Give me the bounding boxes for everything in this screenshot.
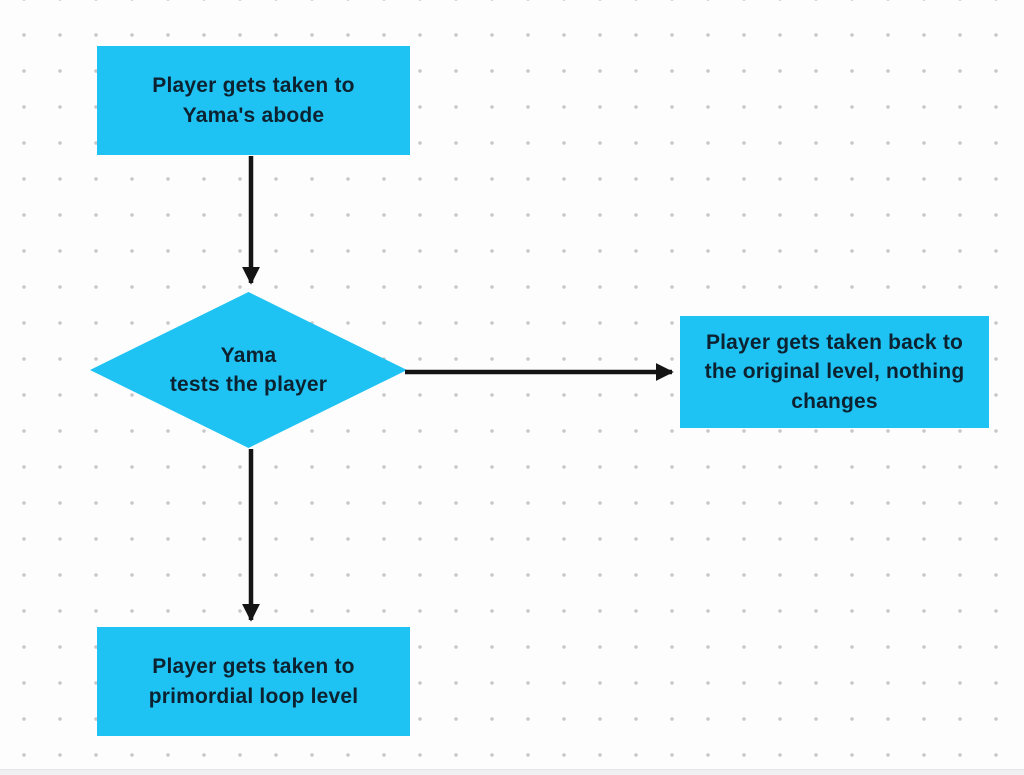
node-decision-label: Yama tests the player	[169, 343, 328, 396]
node-start[interactable]: Player gets taken to Yama's abode	[97, 46, 410, 155]
node-decision-diamond[interactable]: Yama tests the player	[90, 292, 407, 448]
node-primordial-loop[interactable]: Player gets taken to primordial loop lev…	[97, 627, 410, 736]
node-primordial-loop-label: Player gets taken to primordial loop lev…	[148, 655, 359, 708]
node-return-to-level-label: Player gets taken back to the original l…	[704, 330, 965, 413]
node-start-label: Player gets taken to Yama's abode	[152, 74, 355, 127]
bottom-edge-bar	[0, 769, 1024, 775]
node-return-to-level[interactable]: Player gets taken back to the original l…	[680, 316, 989, 428]
